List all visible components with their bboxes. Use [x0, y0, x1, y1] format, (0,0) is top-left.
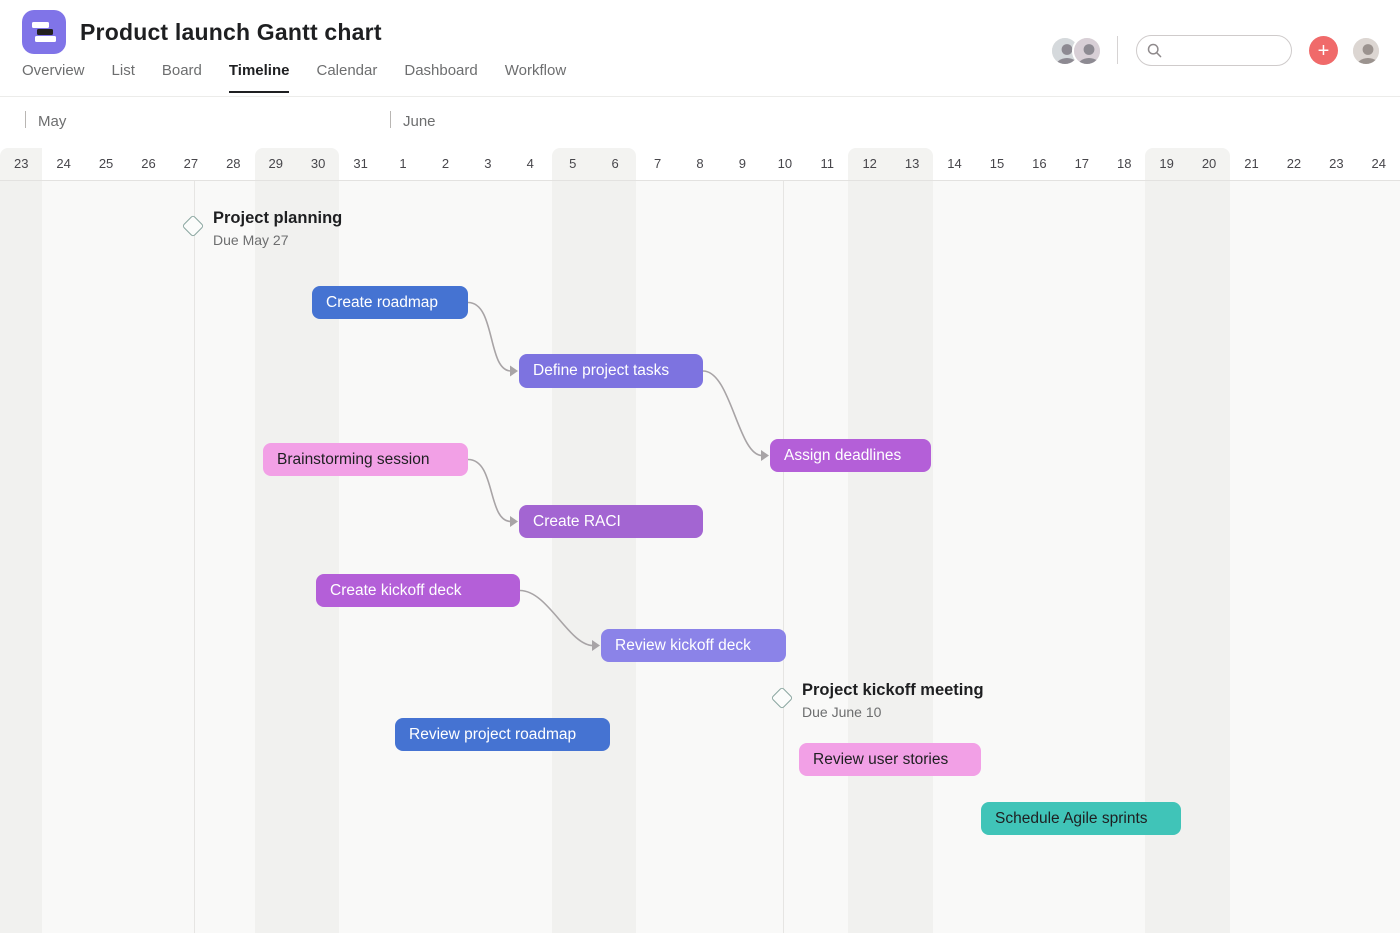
profile-avatar[interactable] — [1351, 36, 1381, 66]
task-bar-review-kickoff-deck[interactable]: Review kickoff deck — [601, 629, 786, 662]
header-divider — [0, 96, 1400, 97]
date-cell: 16 — [1032, 156, 1047, 171]
weekend-header-shade — [254, 148, 297, 180]
tab-board[interactable]: Board — [161, 62, 202, 79]
search-input[interactable] — [1168, 42, 1278, 59]
tab-list[interactable]: List — [111, 62, 135, 79]
weekend-band — [551, 180, 637, 933]
search-box[interactable] — [1136, 35, 1292, 66]
weekend-band — [0, 180, 43, 933]
date-cell: 4 — [526, 156, 534, 171]
milestone-date-line — [194, 180, 195, 933]
weekend-header-shade — [1145, 148, 1188, 180]
month-label: May — [38, 113, 67, 130]
search-icon — [1147, 43, 1162, 58]
tab-overview[interactable]: Overview — [22, 62, 85, 79]
weekend-header-shade — [0, 148, 43, 180]
tab-dashboard[interactable]: Dashboard — [404, 62, 478, 79]
date-cell: 11 — [820, 156, 835, 171]
date-cell: 5 — [569, 156, 577, 171]
user-avatar-image — [1351, 36, 1381, 66]
date-cell: 25 — [98, 156, 114, 171]
tab-calendar[interactable]: Calendar — [316, 62, 378, 79]
milestone-due-date: Due June 10 — [802, 704, 882, 720]
milestone-title: Project planning — [213, 209, 343, 227]
task-bar-review-project-roadmap[interactable]: Review project roadmap — [395, 718, 610, 751]
date-cell: 23 — [13, 156, 29, 171]
date-cell: 10 — [777, 156, 793, 171]
weekend-header-shade — [890, 148, 934, 180]
create-plus-button[interactable]: + — [1309, 36, 1338, 65]
date-cell: 8 — [696, 156, 704, 171]
month-label: June — [403, 113, 436, 130]
date-cell: 23 — [1329, 156, 1344, 171]
date-cell: 12 — [862, 156, 877, 171]
weekend-header-shade — [296, 148, 340, 180]
date-cell: 2 — [441, 156, 450, 171]
weekend-header-shade — [593, 148, 637, 180]
task-bar-create-kickoff-deck[interactable]: Create kickoff deck — [316, 574, 520, 607]
task-bar-create-raci[interactable]: Create RACI — [519, 505, 703, 538]
month-tick — [25, 111, 26, 128]
task-bar-create-roadmap[interactable]: Create roadmap — [312, 286, 468, 319]
date-cell: 1 — [399, 156, 407, 171]
timeline-header-divider — [0, 180, 1400, 181]
date-cell: 27 — [183, 156, 199, 171]
view-tabs: Overview List Board Timeline Calendar Dashboa… — [22, 62, 566, 96]
header-vertical-divider — [1117, 36, 1118, 64]
date-cell: 13 — [904, 156, 920, 171]
milestone-date-line — [783, 180, 784, 933]
task-bar-schedule-agile-sprints[interactable]: Schedule Agile sprints — [981, 802, 1181, 835]
date-cell: 15 — [989, 156, 1005, 171]
date-cell: 31 — [353, 156, 368, 171]
date-cell: 26 — [141, 156, 156, 171]
weekend-band — [848, 180, 934, 933]
date-cell: 21 — [1244, 156, 1259, 171]
date-cell: 30 — [310, 156, 326, 171]
date-cell: 22 — [1286, 156, 1302, 171]
task-bar-define-project-tasks[interactable]: Define project tasks — [519, 354, 703, 388]
weekend-header-shade — [848, 148, 891, 180]
project-logo[interactable] — [22, 10, 66, 54]
date-cell: 20 — [1201, 156, 1217, 171]
task-bar-assign-deadlines[interactable]: Assign deadlines — [770, 439, 931, 472]
date-cell: 18 — [1116, 156, 1132, 171]
milestone-title: Project kickoff meeting — [802, 681, 984, 699]
date-cell: 9 — [738, 156, 747, 171]
milestone-diamond-icon[interactable] — [770, 686, 794, 710]
date-cell: 24 — [1371, 156, 1386, 171]
date-cell: 7 — [653, 156, 662, 171]
month-header-row: May June — [0, 97, 1400, 147]
member-avatars[interactable] — [1050, 36, 1102, 66]
page-title: Product launch Gantt chart — [80, 19, 382, 45]
tab-timeline[interactable]: Timeline — [228, 62, 290, 93]
weekend-header-shade — [551, 148, 594, 180]
member-avatar[interactable] — [1072, 36, 1102, 66]
date-cell: 6 — [611, 156, 619, 171]
weekend-header-shade — [1187, 148, 1231, 180]
date-cell: 14 — [947, 156, 962, 171]
task-bar-brainstorming-session[interactable]: Brainstorming session — [263, 443, 468, 476]
milestone-due-date: Due May 27 — [213, 232, 289, 248]
date-cell: 3 — [484, 156, 492, 171]
milestone-diamond-icon[interactable] — [181, 214, 205, 238]
month-tick — [390, 111, 391, 128]
date-cell: 17 — [1074, 156, 1090, 171]
date-cell: 24 — [56, 156, 71, 171]
tab-workflow[interactable]: Workflow — [504, 62, 567, 79]
gantt-logo-icon — [22, 10, 66, 54]
date-cell: 19 — [1159, 156, 1174, 171]
date-cell: 28 — [226, 156, 241, 171]
task-bar-review-user-stories[interactable]: Review user stories — [799, 743, 981, 776]
date-cell: 29 — [268, 156, 283, 171]
